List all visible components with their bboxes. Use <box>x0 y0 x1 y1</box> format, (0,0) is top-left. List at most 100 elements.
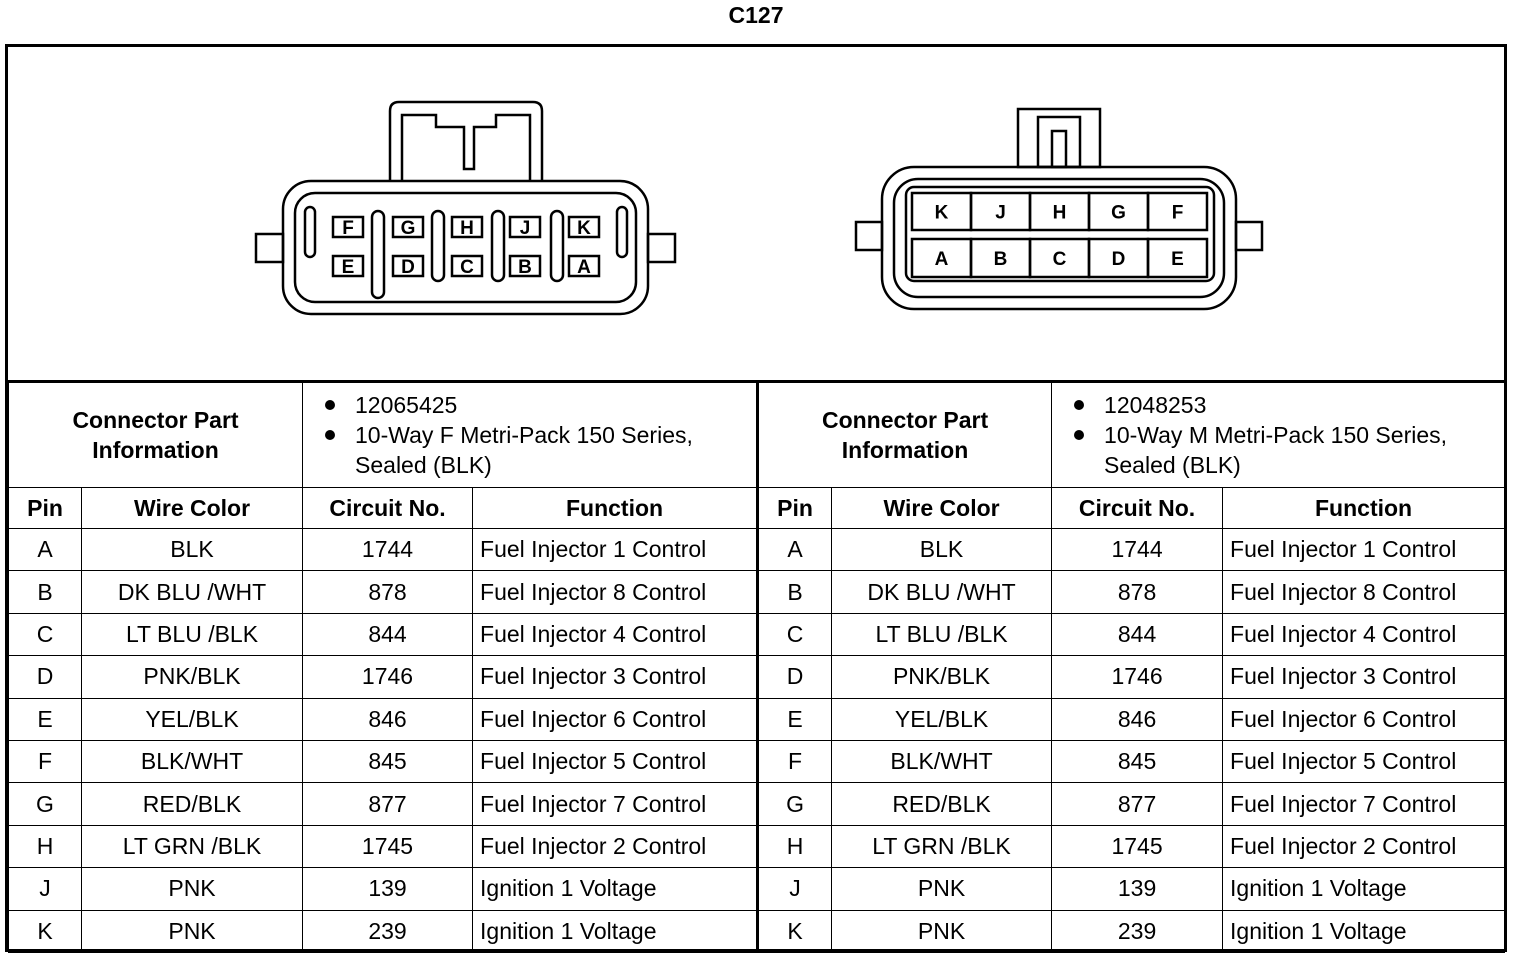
pin-cell: C <box>8 612 82 657</box>
col-pin: Pin <box>757 487 833 529</box>
pin-label: C <box>460 257 474 278</box>
col-pin: Pin <box>8 487 82 529</box>
wire-color-cell: LT BLU /BLK <box>831 612 1053 657</box>
pin-cavity <box>391 254 425 278</box>
pin-cavity <box>1146 237 1209 279</box>
col-function: Function <box>472 487 760 529</box>
part-number-right: 12048253 <box>1074 390 1504 420</box>
circuit-cell: 877 <box>1051 782 1224 826</box>
column-header-row: Pin Wire Color Circuit No. Function Pin … <box>8 487 1506 529</box>
circuit-cell: 846 <box>1051 697 1224 741</box>
function-cell: Fuel Injector 7 Control <box>1222 782 1506 826</box>
function-cell: Fuel Injector 1 Control <box>472 527 760 572</box>
function-cell: Fuel Injector 8 Control <box>472 570 760 614</box>
pin-cell: F <box>757 739 833 784</box>
wire-color-cell: PNK/BLK <box>831 655 1053 699</box>
connector-title: C127 <box>728 2 784 28</box>
pin-label: G <box>1111 203 1126 224</box>
wire-color-cell: PNK <box>80 867 304 911</box>
pin-label: H <box>460 218 474 239</box>
circuit-cell: 239 <box>1051 909 1224 953</box>
col-circuit: Circuit No. <box>302 487 474 529</box>
function-cell: Fuel Injector 7 Control <box>472 782 760 826</box>
circuit-cell: 845 <box>302 739 474 784</box>
pin-label: C <box>1053 249 1067 270</box>
pin-label: F <box>342 218 354 239</box>
pin-cell: B <box>757 570 833 614</box>
pin-cell: B <box>8 570 82 614</box>
pin-cell: F <box>8 739 82 784</box>
pinout-table: Connector Part Information 12065425 10-W… <box>7 382 1506 953</box>
circuit-cell: 844 <box>302 612 474 657</box>
wire-color-cell: PNK <box>831 867 1053 911</box>
circuit-cell: 1746 <box>302 655 474 699</box>
wire-color-cell: DK BLU /WHT <box>80 570 304 614</box>
pin-cell: J <box>8 867 82 911</box>
pin-cell: H <box>8 824 82 869</box>
col-circuit: Circuit No. <box>1051 487 1224 529</box>
col-wire-color: Wire Color <box>831 487 1053 529</box>
connector-part-info-label-right: Connector Part Information <box>757 382 1053 488</box>
wire-color-cell: DK BLU /WHT <box>831 570 1053 614</box>
connector-part-info-label-left: Connector Part Information <box>7 382 304 488</box>
pin-cell: E <box>757 697 833 741</box>
pin-cell: G <box>757 782 833 826</box>
pin-cavity <box>508 215 542 239</box>
wire-color-cell: LT BLU /BLK <box>80 612 304 657</box>
circuit-cell: 878 <box>1051 570 1224 614</box>
circuit-cell: 1744 <box>1051 527 1224 572</box>
pin-label: E <box>1171 249 1184 270</box>
function-cell: Fuel Injector 2 Control <box>1222 824 1506 869</box>
wire-color-cell: BLK <box>80 527 304 572</box>
wire-color-cell: PNK/BLK <box>80 655 304 699</box>
function-cell: Fuel Injector 3 Control <box>1222 655 1506 699</box>
wire-color-cell: BLK/WHT <box>831 739 1053 784</box>
circuit-cell: 239 <box>302 909 474 953</box>
circuit-cell: 878 <box>302 570 474 614</box>
wire-color-cell: PNK <box>831 909 1053 953</box>
function-cell: Fuel Injector 4 Control <box>1222 612 1506 657</box>
col-wire-color: Wire Color <box>80 487 304 529</box>
function-cell: Ignition 1 Voltage <box>472 909 760 953</box>
pin-label: D <box>1112 249 1126 270</box>
pin-label: A <box>935 249 949 270</box>
col-function: Function <box>1222 487 1506 529</box>
connector-info-row: Connector Part Information 12065425 10-W… <box>7 382 1506 488</box>
pin-cavity <box>331 254 365 278</box>
function-cell: Fuel Injector 1 Control <box>1222 527 1506 572</box>
wire-color-cell: RED/BLK <box>831 782 1053 826</box>
pin-label: H <box>1053 203 1067 224</box>
pin-cavity <box>331 215 365 239</box>
pin-cell: H <box>757 824 833 869</box>
function-cell: Ignition 1 Voltage <box>1222 867 1506 911</box>
circuit-cell: 846 <box>302 697 474 741</box>
function-cell: Fuel Injector 5 Control <box>1222 739 1506 784</box>
pin-cell: C <box>757 612 833 657</box>
pin-cavity <box>450 215 484 239</box>
function-cell: Fuel Injector 5 Control <box>472 739 760 784</box>
circuit-cell: 139 <box>302 867 474 911</box>
cpi-label-left: Connector Part Information <box>72 407 239 463</box>
circuit-cell: 1744 <box>302 527 474 572</box>
pin-label: F <box>1172 203 1184 224</box>
pin-label: K <box>935 203 949 224</box>
pin-cavity <box>567 215 601 239</box>
function-cell: Fuel Injector 8 Control <box>1222 570 1506 614</box>
wire-color-cell: BLK/WHT <box>80 739 304 784</box>
pin-label: A <box>577 257 591 278</box>
pin-label: K <box>577 218 591 239</box>
circuit-cell: 139 <box>1051 867 1224 911</box>
pin-cavity <box>1146 191 1209 232</box>
wire-color-cell: YEL/BLK <box>80 697 304 741</box>
